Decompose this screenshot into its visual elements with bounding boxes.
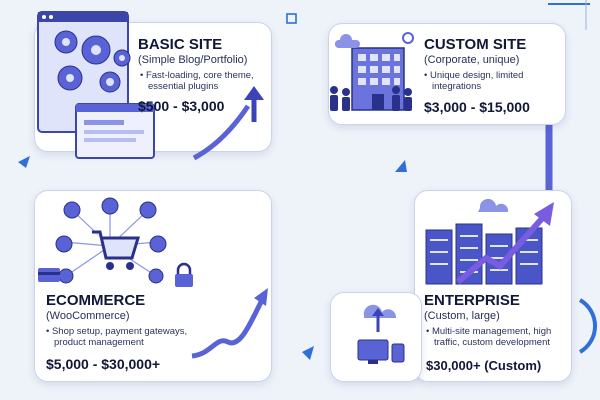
cloud-upload-icon (363, 304, 397, 332)
basic-bullet-line1: • Fast-loading, core theme, (140, 70, 254, 81)
people-icon (330, 86, 412, 111)
basic-title: BASIC SITE (138, 36, 223, 53)
gears-icon (54, 30, 131, 93)
growth-arrow-icon (456, 202, 554, 285)
up-arrow-icon (244, 86, 264, 122)
payment-card-icon (38, 268, 60, 282)
enterprise-price: $30,000+ (Custom) (426, 358, 542, 373)
ecommerce-card (34, 190, 272, 382)
enterprise-bullet-line1: • Multi-site management, high (426, 326, 552, 337)
basic-subtitle: (Simple Blog/Portfolio) (138, 54, 248, 66)
custom-bullet-line2: integrations (432, 81, 482, 92)
enterprise-subtitle: (Custom, large) (424, 310, 500, 322)
custom-title: CUSTOM SITE (424, 36, 527, 53)
lock-icon (175, 262, 193, 287)
custom-subtitle: (Corporate, unique) (424, 54, 520, 66)
ecommerce-subtitle: (WooCommerce) (46, 310, 130, 322)
ecommerce-bullet-line2: product management (54, 337, 144, 348)
ecommerce-title: ECOMMERCE (46, 292, 146, 309)
shopping-cart-icon (55, 197, 167, 284)
basic-price: $500 - $3,000 (138, 98, 225, 114)
basic-bullet-line2: essential plugins (148, 81, 219, 92)
growth-arrow-icon (191, 288, 268, 359)
ecommerce-price: $5,000 - $30,000+ (46, 356, 161, 372)
enterprise-bullet-line2: traffic, custom development (434, 337, 550, 348)
enterprise-title: ENTERPRISE (424, 292, 520, 309)
growth-arrow-icon (192, 104, 251, 161)
custom-bullet-line1: • Unique design, limited (424, 70, 524, 81)
ecommerce-bullet-line1: • Shop setup, payment gateways, (46, 326, 188, 337)
devices-icon (357, 339, 405, 364)
custom-price: $3,000 - $15,000 (424, 99, 530, 115)
